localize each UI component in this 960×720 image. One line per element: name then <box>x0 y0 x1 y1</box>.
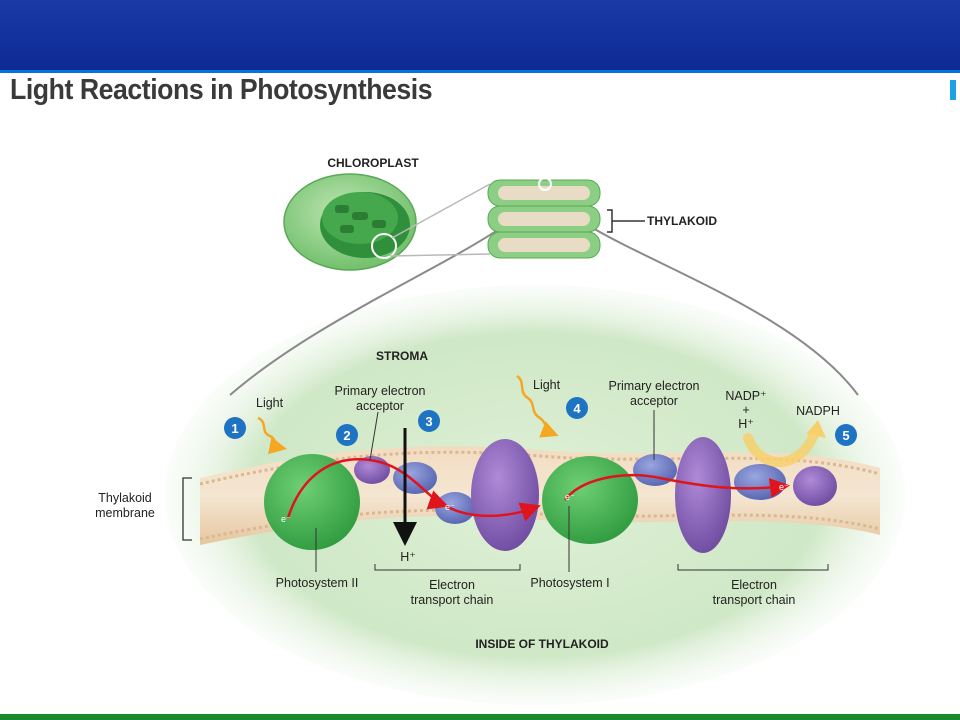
thylakoid-stack <box>487 177 601 259</box>
photosystem-1-label: Photosystem I <box>530 576 609 590</box>
primary-acceptor-1-line2: acceptor <box>356 399 404 413</box>
chloroplast <box>283 173 417 271</box>
electron-label-2: e⁻ <box>445 502 455 512</box>
etc-1-label-line1: Electron <box>429 578 475 592</box>
thylakoid-bracket <box>607 209 645 233</box>
chloroplast-zoom-top <box>391 183 491 239</box>
nadph-label: NADPH <box>796 404 840 418</box>
membrane-label-line1: Thylakoid <box>98 491 152 505</box>
primary-acceptor-1-line1: Primary electron <box>335 384 426 398</box>
cytochrome-2-shape <box>675 437 731 553</box>
membrane-label-line2: membrane <box>95 506 155 520</box>
primary-acceptor-2-line2: acceptor <box>630 394 678 408</box>
carrier-1-shape <box>393 462 437 494</box>
nadph-arrow <box>743 427 820 467</box>
page-title: Light Reactions in Photosynthesis <box>10 74 433 106</box>
step-badge-1 <box>224 417 246 439</box>
membrane-bracket <box>182 477 192 541</box>
electron-label-3: e⁻ <box>565 492 575 502</box>
carrier-2-shape <box>435 492 475 524</box>
etc-2-label-line1: Electron <box>731 578 777 592</box>
title-marker <box>950 80 956 100</box>
h-plus-label: H⁺ <box>400 550 416 564</box>
inside-thylakoid-label: INSIDE OF THYLAKOID <box>475 637 609 651</box>
nadp-label-line1: NADP⁺ <box>725 389 766 403</box>
etc-2-label-line2: transport chain <box>713 593 796 607</box>
etc-2-bracket <box>677 564 829 571</box>
chloroplast-label: CHLOROPLAST <box>327 156 419 170</box>
photosystem-2-label: Photosystem II <box>276 576 359 590</box>
step-badge-5 <box>835 424 857 446</box>
footer-band <box>0 714 960 720</box>
step-badge-4 <box>566 397 588 419</box>
header-divider <box>0 70 960 73</box>
etc-1-bracket <box>374 564 521 571</box>
cytochrome-1-shape <box>471 439 539 551</box>
stroma-label: STROMA <box>376 349 428 363</box>
photosystem-2-shape <box>264 454 360 550</box>
light-label-2: Light <box>533 378 561 392</box>
step-badge-2 <box>336 424 358 446</box>
electron-label-1: e⁻ <box>281 514 291 524</box>
electron-label-4: e⁻ <box>779 482 789 492</box>
electron-path <box>286 458 785 519</box>
step-number-4: 4 <box>573 401 581 416</box>
step-number-5: 5 <box>842 428 849 443</box>
acceptor-2-pointer <box>369 411 379 461</box>
chloroplast-zoom-bottom <box>389 253 491 257</box>
step-badge-3 <box>418 410 440 432</box>
light-label-1: Light <box>256 396 284 410</box>
thylakoid-label: THYLAKOID <box>647 214 717 228</box>
light-ray-2 <box>516 374 559 438</box>
header-band <box>0 0 960 70</box>
light-ray-1 <box>257 416 287 455</box>
nadp-label-line3: H⁺ <box>738 417 754 431</box>
nadp-label-line2: + <box>742 403 749 417</box>
etc-1-label-line2: transport chain <box>411 593 494 607</box>
nadp-reductase-shape <box>793 466 837 506</box>
step-number-2: 2 <box>343 428 350 443</box>
primary-acceptor-2-line1: Primary electron <box>609 379 700 393</box>
photosystem-1-shape <box>542 456 638 544</box>
step-number-3: 3 <box>425 414 432 429</box>
step-number-1: 1 <box>231 421 238 436</box>
